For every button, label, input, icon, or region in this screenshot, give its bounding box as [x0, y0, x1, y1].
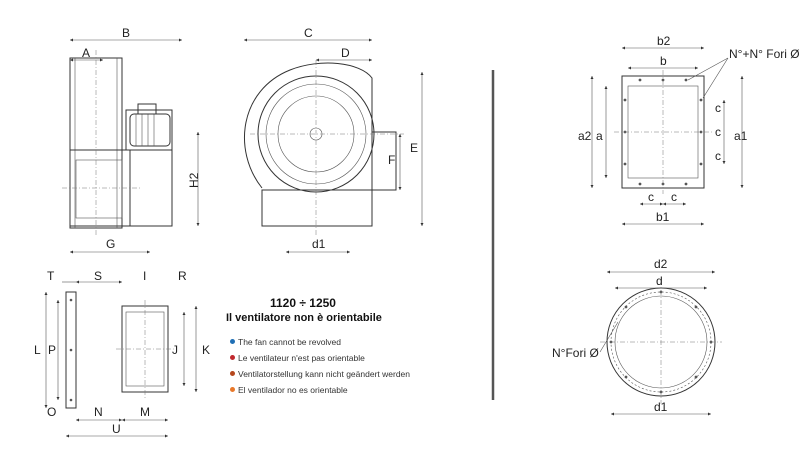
dim-P: P	[48, 343, 56, 357]
bullet-icon	[230, 387, 235, 392]
dim-K: K	[202, 343, 210, 357]
flange-holes-label: N°+N° Fori Ø	[729, 47, 800, 61]
bullet-icon	[230, 371, 235, 376]
round-flange: d2 d d1 N°Fori Ø	[552, 257, 722, 416]
flange-a2: a2	[578, 129, 592, 143]
dim-R: R	[178, 269, 187, 283]
round-d: d	[656, 274, 663, 288]
round-d2: d2	[654, 257, 668, 271]
round-d1: d1	[654, 400, 668, 414]
note-spanish: El ventilador no es orientable	[230, 382, 442, 398]
side-view: B A H2 G	[62, 26, 201, 254]
dim-G: G	[106, 237, 115, 251]
dim-J: J	[172, 343, 178, 357]
orientation-notes: 1120 ÷ 1250 Il ventilatore non è orienta…	[222, 296, 442, 398]
dim-H2: H2	[187, 172, 201, 188]
dim-A: A	[82, 46, 90, 60]
flange-c-right-2: c	[715, 125, 721, 139]
flange-b2: b2	[657, 34, 671, 48]
flange-c-right-3: c	[715, 149, 721, 163]
notes-title: Il ventilatore non è orientabile	[226, 312, 382, 324]
note-german: Ventilatorstellung kann nicht geändert w…	[230, 366, 442, 382]
flange-views: T S I R L P J K O N M U	[34, 269, 210, 438]
dim-d1: d1	[312, 237, 326, 251]
flange-c-bottom-1: c	[648, 190, 654, 204]
dim-N: N	[94, 405, 103, 419]
dim-C: C	[304, 26, 313, 40]
round-holes-label: N°Fori Ø	[552, 346, 599, 360]
bullet-icon	[230, 355, 235, 360]
dim-B: B	[122, 26, 130, 40]
dim-S: S	[94, 269, 102, 283]
dim-L: L	[34, 343, 41, 357]
flange-c-bottom-2: c	[671, 190, 677, 204]
note-french: Le ventilateur n'est pas orientable	[230, 350, 442, 366]
model-range: 1120 ÷ 1250	[270, 296, 336, 310]
note-english: The fan cannot be revolved	[230, 334, 442, 350]
dim-F: F	[388, 153, 395, 167]
flange-b: b	[660, 54, 667, 68]
dim-T: T	[47, 269, 55, 283]
dim-D: D	[341, 46, 350, 60]
square-flange: b2 b b1 c c a2 a c c c a1 N°+N° Fori Ø	[578, 34, 800, 226]
flange-a: a	[596, 129, 603, 143]
flange-c-right-1: c	[715, 101, 721, 115]
dim-I: I	[143, 269, 146, 283]
dim-O: O	[47, 405, 56, 419]
flange-b1: b1	[656, 210, 670, 224]
bullet-icon	[230, 339, 235, 344]
dim-M: M	[140, 405, 150, 419]
dim-E: E	[410, 141, 418, 155]
dim-U: U	[112, 422, 121, 436]
flange-a1: a1	[734, 129, 748, 143]
front-view: C D F E d1	[243, 26, 424, 254]
